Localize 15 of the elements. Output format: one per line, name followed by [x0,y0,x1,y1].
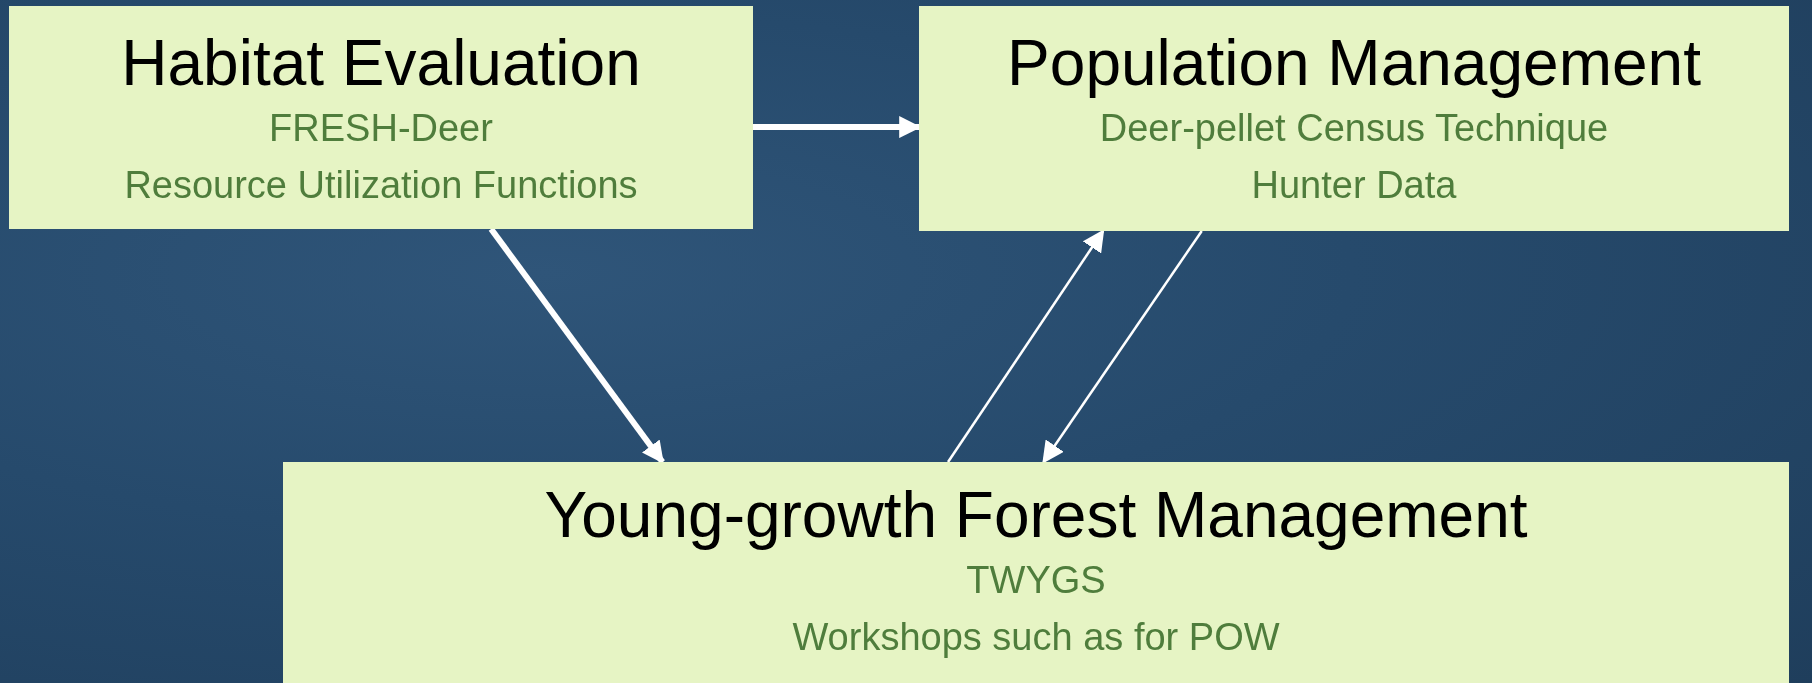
process-box [9,6,753,229]
arrow [488,227,665,464]
method-text: FRESH-Deer [269,105,493,151]
process-box [919,6,1789,231]
process-box [283,462,1789,683]
method-text: Deer-pellet Census Technique [1099,105,1609,151]
box-title: Habitat Evaluation [121,28,641,100]
method-text: Resource Utilization Functions [124,162,638,208]
arrow [1042,230,1203,464]
method-text: Workshops such as for POW [792,614,1280,660]
box-title: Population Management [1007,28,1701,100]
method-text: TWYGS [966,557,1106,603]
method-text: Hunter Data [1251,162,1457,208]
arrow [947,229,1105,463]
box-title: Young-growth Forest Management [544,480,1528,552]
